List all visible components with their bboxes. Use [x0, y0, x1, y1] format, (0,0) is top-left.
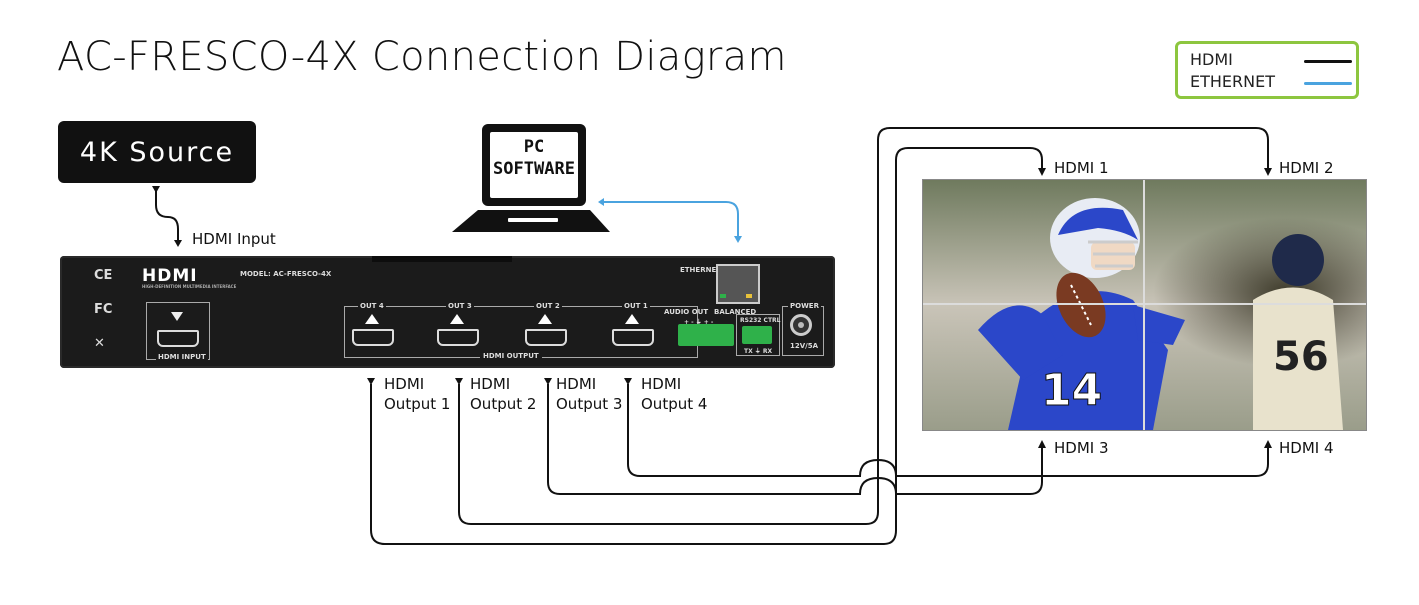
ethernet-arrow-end: [734, 236, 742, 243]
audio-pin-labels: + - ⏚ + -: [684, 319, 714, 326]
matrix-device: CE FC ✕ HDMI HIGH-DEFINITION MULTIMEDIA …: [60, 256, 835, 368]
hdmi-input-triangle: [171, 312, 183, 321]
audio-terminal: [678, 324, 734, 346]
cable-output-3: [547, 384, 1043, 495]
out-4-port: [352, 329, 394, 346]
display-hdmi-3-label: HDMI 3: [1054, 439, 1109, 457]
power-rating: 12V/5A: [790, 342, 819, 350]
video-wall: 56 14: [922, 179, 1367, 431]
hdmi-logo: HDMI: [142, 266, 198, 286]
ethernet-port: [716, 264, 760, 304]
hdmi-logo-tagline: HIGH-DEFINITION MULTIMEDIA INTERFACE: [142, 284, 237, 289]
output-4-arrow: [624, 378, 632, 385]
device-model: MODEL: AC-FRESCO-4X: [240, 270, 332, 278]
page-title: AC-FRESCO-4X Connection Diagram: [57, 34, 787, 80]
hdmi-input-cable: [155, 186, 179, 242]
out-1-port: [612, 329, 654, 346]
hdmi-1-arrow: [1038, 168, 1046, 176]
legend-hdmi-line: [1304, 60, 1352, 63]
weee-icon: ✕: [94, 336, 105, 351]
display-hdmi-2-label: HDMI 2: [1279, 159, 1334, 177]
ethernet-arrow-start: [598, 198, 604, 206]
laptop-icon: [452, 124, 610, 232]
cable-output-2: [458, 127, 1269, 525]
output-1-arrow: [367, 378, 375, 385]
source-label: 4K Source: [79, 136, 235, 168]
out-3-port: [437, 329, 479, 346]
legend-ethernet-label: ETHERNET: [1190, 72, 1275, 91]
legend: HDMI ETHERNET: [1175, 41, 1359, 99]
rs232-label: RS232 CTRL: [740, 317, 781, 324]
hdmi-2-arrow: [1264, 168, 1272, 176]
device-top-ridge: [372, 256, 512, 262]
hdmi-input-text: HDMI INPUT: [156, 353, 208, 361]
main-player-number: 14: [1041, 365, 1102, 416]
out-4-label: OUT 4: [358, 302, 386, 310]
rs232-txrx-label: TX ⏚ RX: [744, 348, 773, 355]
fc-mark: FC: [94, 302, 113, 317]
out-4-triangle: [365, 314, 379, 324]
out-2-triangle: [538, 314, 552, 324]
cable-output-1: [370, 147, 1043, 545]
audio-out-label: AUDIO OUT: [664, 308, 709, 316]
cable-output-4: [627, 384, 1269, 477]
legend-hdmi-label: HDMI: [1190, 50, 1233, 69]
display-hdmi-1-label: HDMI 1: [1054, 159, 1109, 177]
ce-mark: CE: [94, 268, 113, 283]
hdmi-4-arrow: [1264, 440, 1272, 448]
rs232-frame: [736, 314, 780, 356]
balanced-label: BALANCED: [714, 308, 757, 316]
power-label: POWER: [788, 302, 821, 310]
out-3-label: OUT 3: [446, 302, 474, 310]
legend-ethernet-line: [1304, 82, 1352, 85]
out-1-triangle: [625, 314, 639, 324]
ethernet-port-label: ETHERNET: [680, 266, 722, 274]
hdmi-3-arrow: [1038, 440, 1046, 448]
out-1-label: OUT 1: [622, 302, 650, 310]
source-down-arrow: [152, 186, 160, 193]
source-box: 4K Source: [58, 121, 256, 183]
power-jack: [790, 314, 812, 336]
out-2-port: [525, 329, 567, 346]
pc-label-line1: PC: [523, 137, 545, 157]
out-2-label: OUT 2: [534, 302, 562, 310]
output-3-arrow: [544, 378, 552, 385]
display-hdmi-4-label: HDMI 4: [1279, 439, 1334, 457]
hdmi-input-arrow: [174, 240, 182, 247]
rs232-terminal: [742, 326, 772, 344]
out-3-triangle: [450, 314, 464, 324]
right-player-number: 56: [1273, 334, 1329, 380]
hdmi-input-port: [157, 330, 199, 347]
ethernet-cable: [604, 201, 739, 238]
video-wall-image: 56 14: [923, 180, 1366, 430]
hdmi-output-text: HDMI OUTPUT: [480, 352, 542, 360]
pc-software-label: PC SOFTWARE: [490, 136, 578, 180]
pc-label-line2: SOFTWARE: [493, 159, 575, 179]
output-2-arrow: [455, 378, 463, 385]
hdmi-input-label: HDMI Input: [192, 230, 276, 248]
